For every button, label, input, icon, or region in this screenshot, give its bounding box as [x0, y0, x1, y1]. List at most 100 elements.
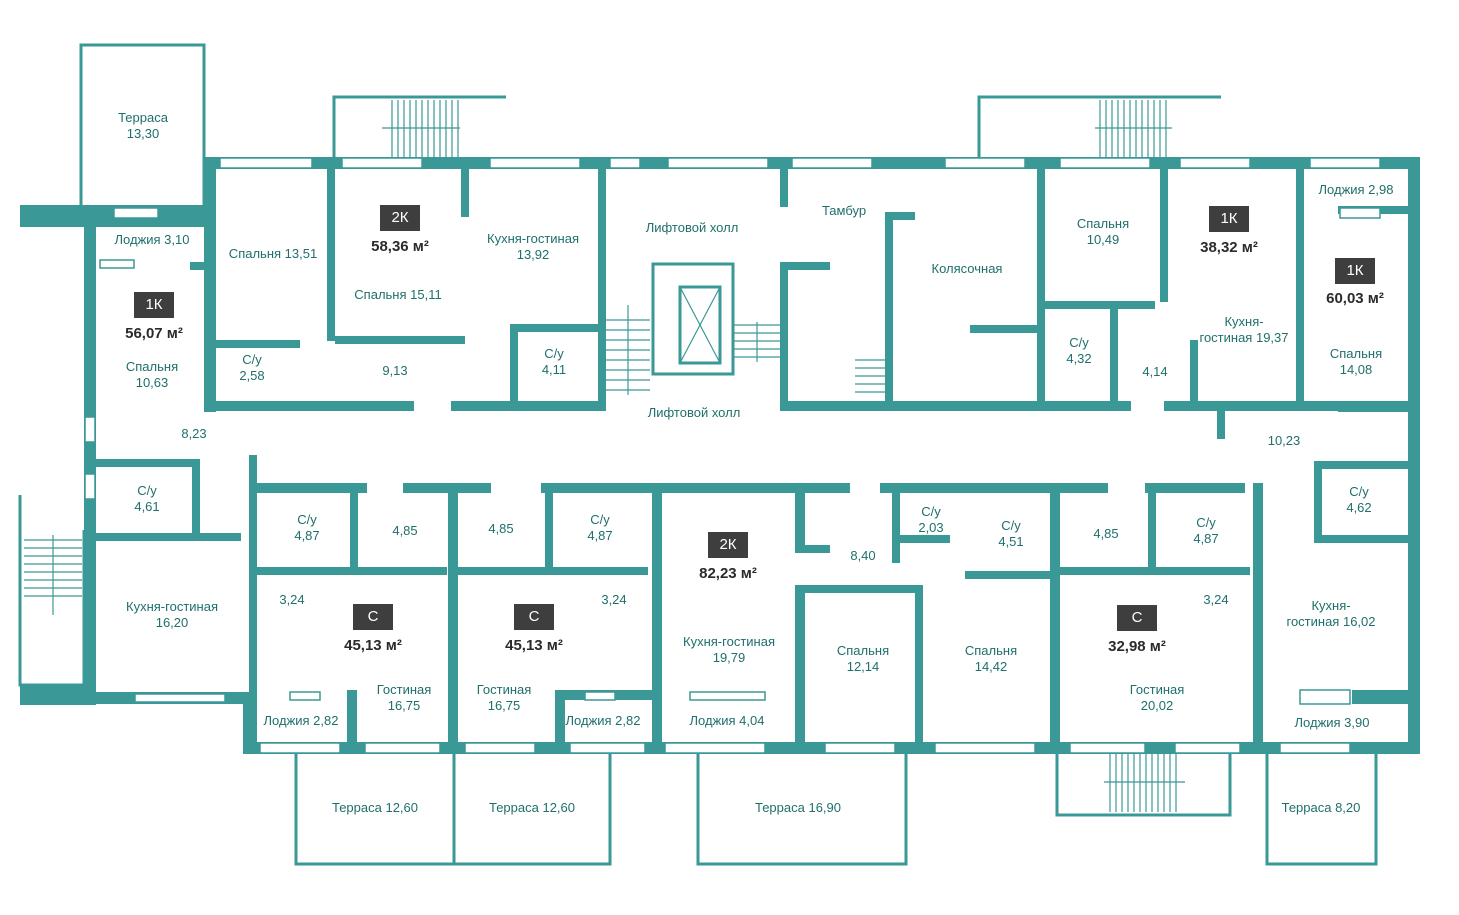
apartment-area: 56,07 м² [125, 325, 183, 342]
room-name: Кухня-гостиная [487, 231, 579, 246]
room-label: 4,85 [392, 523, 417, 539]
room-label: 10,23 [1268, 433, 1301, 449]
room-area: 10,63 [135, 375, 169, 390]
room-name: Лоджия 2,82 [565, 713, 641, 728]
apartment-area: 60,03 м² [1326, 290, 1384, 307]
room-area: гостиная 19,37 [1199, 330, 1289, 345]
room-area: 2,03 [918, 520, 944, 535]
room-label: 8,40 [850, 548, 875, 564]
room-label: 9,13 [382, 363, 407, 379]
room-area: 2,58 [239, 368, 265, 383]
room-area: 16,75 [387, 698, 421, 713]
apartment-area: 82,23 м² [699, 565, 757, 582]
room-area: 4,87 [587, 528, 613, 543]
room-label: Терраса 8,20 [1282, 800, 1361, 816]
room-name: Лоджия 3,90 [1294, 715, 1370, 730]
room-area: 14,08 [1339, 362, 1373, 377]
room-area: 14,42 [974, 659, 1008, 674]
room-name: Спальня 15,11 [354, 287, 442, 302]
room-area: 19,79 [712, 650, 746, 665]
apartment-area: 45,13 м² [505, 637, 563, 654]
room-area: гостиная 16,02 [1286, 614, 1376, 629]
room-label: Лоджия 4,04 [690, 713, 765, 729]
room-name: Лифтовой холл [647, 405, 741, 420]
stairs [24, 100, 1185, 812]
room-name: С/у [590, 512, 610, 527]
room-name: 4,85 [1093, 526, 1119, 541]
room-name: Спальня 13,51 [228, 246, 318, 261]
room-name: Спальня [125, 359, 179, 374]
room-name: Гостиная [376, 682, 432, 697]
room-label: Спальня 15,11 [354, 287, 441, 303]
room-name: 3,24 [1203, 592, 1229, 607]
room-label: Лоджия 2,82 [264, 713, 339, 729]
apartment-type-badge: 2К [380, 205, 420, 231]
room-name: Спальня [1329, 346, 1383, 361]
room-area: 4,32 [1066, 351, 1092, 366]
room-label: Лоджия 2,82 [566, 713, 641, 729]
room-label: Лоджия 2,98 [1319, 182, 1394, 198]
room-label: 4,85 [488, 521, 513, 537]
room-name: Терраса [118, 110, 168, 125]
room-name: Кухня-гостиная [683, 634, 775, 649]
room-name: 8,23 [181, 426, 207, 441]
apartment-area: 58,36 м² [371, 238, 429, 255]
apartment-type-badge: 2К [708, 532, 748, 558]
room-name: Терраса 12,60 [331, 800, 419, 815]
room-name: Спальня [1076, 216, 1130, 231]
room-name: 9,13 [382, 363, 408, 378]
apartment-type-badge: С [1117, 605, 1157, 631]
room-name: Тамбур [821, 203, 867, 218]
room-area: 4,61 [134, 499, 160, 514]
room-label: Лоджия 3,90 [1295, 715, 1370, 731]
room-label: Спальня 13,51 [229, 246, 317, 262]
room-name: 4,14 [1142, 364, 1168, 379]
room-label: Терраса 16,90 [755, 800, 841, 816]
room-name: С/у [242, 352, 262, 367]
windows [84, 157, 1381, 754]
room-name: С/у [921, 504, 941, 519]
room-name: С/у [1349, 484, 1369, 499]
room-label: Лоджия 3,10 [115, 232, 190, 248]
room-area: 13,92 [516, 247, 550, 262]
room-label: 3,24 [279, 592, 304, 608]
room-area: 4,87 [294, 528, 320, 543]
room-name: Лоджия 3,10 [114, 232, 190, 247]
room-name: Терраса 16,90 [754, 800, 842, 815]
apartment-area: 45,13 м² [344, 637, 402, 654]
apartment-type-badge: 1К [1209, 206, 1249, 232]
room-name: С/у [1001, 518, 1021, 533]
room-name: Терраса 12,60 [488, 800, 576, 815]
room-label: 4,85 [1093, 526, 1118, 542]
room-label: 8,23 [181, 426, 206, 442]
room-label: Колясочная [932, 261, 1003, 277]
room-name: 3,24 [279, 592, 305, 607]
room-area: 10,49 [1086, 232, 1120, 247]
room-name: Терраса 8,20 [1281, 800, 1361, 815]
room-name: С/у [137, 483, 157, 498]
room-label: Терраса 12,60 [332, 800, 418, 816]
room-name: Кухня-гостиная [126, 599, 218, 614]
apartment-type-badge: С [514, 604, 554, 630]
room-area: 4,87 [1193, 531, 1219, 546]
room-name: 4,85 [392, 523, 418, 538]
apartment-type-badge: 1К [1335, 258, 1375, 284]
room-name: С/у [297, 512, 317, 527]
room-label: Кухня-гостиная 19,37 [1200, 314, 1289, 346]
room-area: 4,51 [998, 534, 1024, 549]
room-name: С/у [544, 346, 564, 361]
